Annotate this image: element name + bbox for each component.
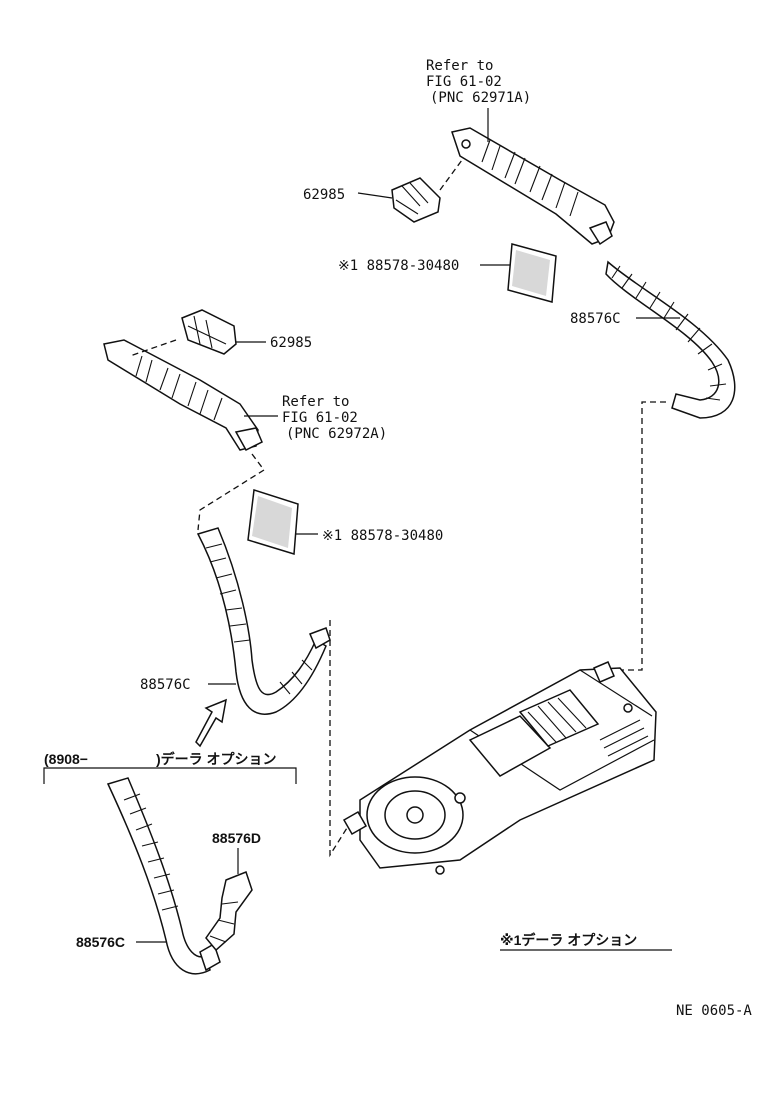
hose-option-d	[205, 871, 253, 952]
refer-left-line2: FIG 61-02	[282, 410, 358, 426]
label-hose-right: 88576C	[570, 311, 621, 327]
label-filter-left: ※1 88578-30480	[322, 528, 443, 544]
label-62985-left: 62985	[270, 335, 312, 351]
option-bracket-prefix: (8908−	[44, 751, 88, 767]
label-62985-top: 62985	[303, 187, 345, 203]
refer-top-line3: (PNC 62971A)	[430, 90, 531, 106]
duct-right	[451, 127, 615, 246]
hose-option	[106, 777, 221, 975]
refer-top-line2: FIG 61-02	[426, 74, 502, 90]
option-arrow	[195, 698, 227, 748]
duct-left	[103, 339, 263, 451]
refer-left-line3: (PNC 62972A)	[286, 426, 387, 442]
refer-top-line1: Refer to	[426, 58, 493, 74]
hose-left	[196, 527, 331, 715]
filter-top	[507, 243, 557, 303]
connector-62985-top	[391, 177, 441, 223]
label-hose-option: 88576C	[76, 934, 125, 950]
hose-right	[605, 260, 736, 419]
label-hose-left: 88576C	[140, 677, 191, 693]
figure-code: NE 0605-A	[676, 1003, 752, 1019]
option-bracket-suffix: )デーラ オプション	[156, 751, 277, 767]
connector-62985-left	[181, 309, 237, 355]
label-filter-top: ※1 88578-30480	[338, 258, 459, 274]
filter-left	[247, 489, 299, 555]
blower-unit	[342, 661, 657, 875]
label-hose-option-d: 88576D	[212, 830, 261, 846]
option-bracket	[43, 767, 297, 784]
footnote: ※1デーラ オプション	[500, 932, 637, 948]
refer-left-line1: Refer to	[282, 394, 349, 410]
